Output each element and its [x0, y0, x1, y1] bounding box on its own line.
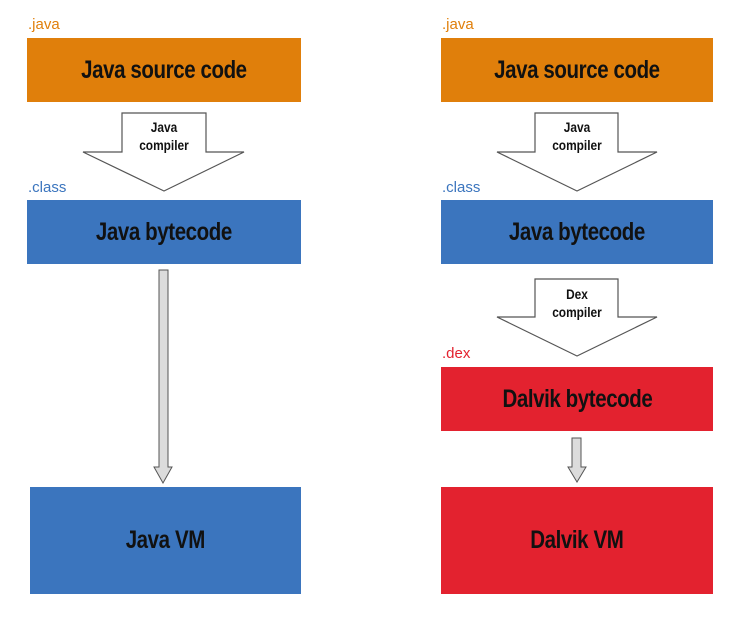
left-java-source-box: Java source code — [27, 38, 301, 102]
right-java-tag: .java — [442, 16, 474, 33]
left-java-bytecode-label: Java bytecode — [96, 217, 232, 246]
right-java-bytecode-box: Java bytecode — [441, 200, 713, 264]
right-dalvik-vm-label: Dalvik VM — [530, 526, 624, 554]
left-class-tag: .class — [28, 179, 67, 196]
right-java-source-box: Java source code — [441, 38, 713, 102]
right-java-source-label: Java source code — [494, 55, 660, 84]
left-java-source-label: Java source code — [81, 55, 247, 84]
left-java-vm-label: Java VM — [125, 526, 206, 554]
right-dalvik-bytecode-label: Dalvik bytecode — [502, 384, 652, 413]
left-java-compiler-label: Java compiler — [139, 119, 189, 153]
right-dex-tag: .dex — [442, 345, 471, 362]
right-dalvik-bytecode-box: Dalvik bytecode — [441, 367, 713, 431]
right-java-bytecode-label: Java bytecode — [509, 217, 645, 246]
left-java-vm-box: Java VM — [30, 487, 301, 594]
left-java-tag: .java — [28, 16, 60, 33]
right-class-tag: .class — [442, 179, 481, 196]
left-java-bytecode-box: Java bytecode — [27, 200, 301, 264]
right-dalvik-vm-box: Dalvik VM — [441, 487, 713, 594]
right-java-compiler-label: Java compiler — [552, 119, 602, 153]
right-dex-compiler-label: Dex compiler — [552, 286, 602, 320]
